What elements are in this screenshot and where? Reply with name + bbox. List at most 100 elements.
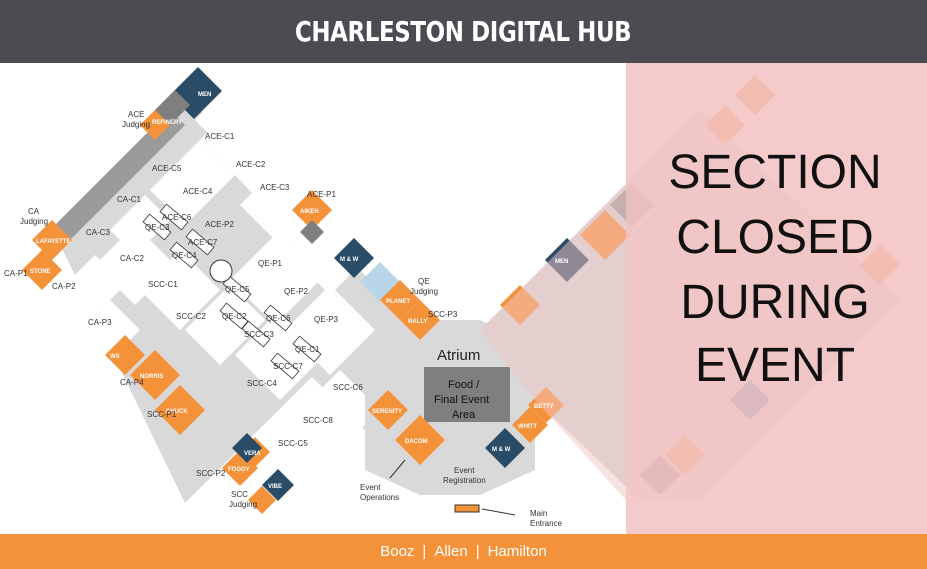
entrance-pointer (481, 508, 516, 516)
station-label-qe-c2: QE-C2 (222, 312, 247, 321)
station-label-ca-c2: CA-C2 (120, 254, 145, 263)
main-entrance-mat (454, 504, 480, 513)
room-block (60, 255, 125, 320)
station-label-ca-p2: CA-P2 (52, 282, 76, 291)
room-norris (130, 350, 180, 400)
label-main-entrance-2: Entrance (530, 519, 563, 528)
station-table (241, 320, 271, 348)
station-label-ca-p4: CA-P4 (120, 378, 144, 387)
wall-strip (52, 110, 185, 243)
label-ace-judging-2: Judging (122, 120, 150, 129)
station-label-ca-c3: CA-C3 (86, 228, 111, 237)
station-label-scc-p3: SCC-P3 (428, 310, 458, 319)
station-label-scc-c7: SCC-C7 (273, 362, 303, 371)
station-label-qe-c3: QE-C3 (145, 223, 170, 232)
station-label-qe-c1: QE-C1 (295, 345, 320, 354)
room-label-vera: VERA (244, 451, 261, 457)
label-atrium: Atrium (437, 347, 480, 364)
station-table (292, 335, 322, 363)
station-label-qe-c5: QE-C5 (225, 285, 250, 294)
room-small (248, 486, 276, 514)
station-label-qe-p2: QE-P2 (284, 287, 309, 296)
station-label-ca-p1: CA-P1 (4, 269, 28, 278)
closed-section-overlay-edge (480, 184, 626, 500)
closed-section-overlay (626, 63, 927, 534)
label-food-3: Area (452, 409, 476, 421)
station-label-scc-p1: SCC-P1 (147, 410, 177, 419)
room-rally (400, 300, 440, 340)
station-label-qe-c4: QE-C4 (172, 251, 197, 260)
room-lafayette (32, 220, 72, 260)
station-label-scc-c8: SCC-C8 (303, 416, 333, 425)
station-label-scc-c2: SCC-C2 (176, 312, 206, 321)
station-label-scc-p2: SCC-P2 (196, 469, 226, 478)
label-ca-judging-2: Judging (20, 217, 48, 226)
room-utility (300, 220, 324, 244)
food-area (424, 367, 510, 422)
room-serenity (368, 390, 408, 430)
station-label-ca-p3: CA-P3 (88, 318, 112, 327)
label-ace-judging-1: ACE (128, 110, 144, 119)
footer-brand-2: Allen (434, 543, 468, 560)
station-label-ace-p1: ACE-P1 (307, 190, 336, 199)
station-labels: ACE-C1ACE-C2ACE-C3ACE-C4ACE-C5ACE-C6ACE-… (4, 132, 458, 478)
label-qe-judging-2: Judging (410, 287, 438, 296)
room-dacom (395, 415, 445, 465)
header-bar: CHARLESTON DIGITAL HUB (0, 0, 927, 63)
station-label-qe-p1: QE-P1 (258, 259, 283, 268)
closed-line-2: CLOSED (676, 211, 873, 264)
room-vibe (262, 469, 294, 501)
footer-brand-1: Booz (380, 543, 415, 560)
floor-plan-svg: MEN REFINERY STONE LAFAYETTE AIKEN M & W… (4, 63, 927, 534)
closed-line-4: EVENT (695, 339, 855, 392)
room-block (110, 195, 170, 255)
station-table (263, 304, 293, 332)
station-label-ace-c5: ACE-C5 (152, 164, 182, 173)
room-block (195, 83, 270, 158)
label-event-operations-2: Operations (360, 493, 399, 502)
label-scc-judging-2: Judging (229, 500, 257, 509)
room-label-vibe: VIBE (268, 484, 282, 490)
label-qe-judging-1: QE (418, 277, 430, 286)
floor-map: MEN REFINERY STONE LAFAYETTE AIKEN M & W… (0, 63, 927, 534)
footer-separator: | (475, 543, 480, 560)
room-label-whitt: WHITT (518, 424, 537, 430)
room-chuck (155, 385, 205, 435)
station-label-ace-c1: ACE-C1 (205, 132, 235, 141)
ops-pointer (389, 459, 406, 479)
page-title: CHARLESTON DIGITAL HUB (295, 15, 632, 48)
round-table (209, 259, 233, 283)
room-label-norris: NORRIS (140, 374, 163, 380)
closed-line-1: SECTION (668, 146, 881, 199)
room-ws (232, 433, 262, 463)
station-label-ace-c7: ACE-C7 (188, 238, 218, 247)
station-label-scc-c6: SCC-C6 (333, 383, 363, 392)
station-label-ace-c6: ACE-C6 (162, 213, 192, 222)
room-mw-mid (334, 238, 374, 278)
station-label-ace-c4: ACE-C4 (183, 187, 213, 196)
closed-line-3: DURING (680, 276, 869, 329)
station-label-ca-c1: CA-C1 (117, 195, 142, 204)
footer-separator: | (422, 543, 427, 560)
station-table (142, 213, 172, 241)
room-label-rally: RALLY (408, 319, 427, 325)
station-label-scc-c3: SCC-C3 (244, 330, 274, 339)
room-label-ws: WS (110, 354, 120, 360)
room-ws-left (105, 335, 145, 375)
room-label-lafayette: LAFAYETTE (36, 239, 70, 245)
label-main-entrance-1: Main (530, 509, 547, 518)
room-block (230, 235, 320, 325)
station-label-scc-c1: SCC-C1 (148, 280, 178, 289)
room-block (300, 370, 380, 450)
footer-brand-3: Hamilton (487, 543, 547, 560)
label-event-registration-2: Registration (443, 476, 486, 485)
station-label-qe-p3: QE-P3 (314, 315, 339, 324)
station-table (270, 352, 300, 380)
footer-bar: Booz | Allen | Hamilton (0, 534, 927, 569)
label-food-1: Food / (448, 379, 480, 391)
room-label-raffle: REFINERY (152, 120, 182, 126)
room-storage (155, 90, 190, 125)
room-label-mw-bottom: M & W (492, 447, 511, 453)
station-label-ace-c2: ACE-C2 (236, 160, 266, 169)
station-label-ace-c3: ACE-C3 (260, 183, 290, 192)
